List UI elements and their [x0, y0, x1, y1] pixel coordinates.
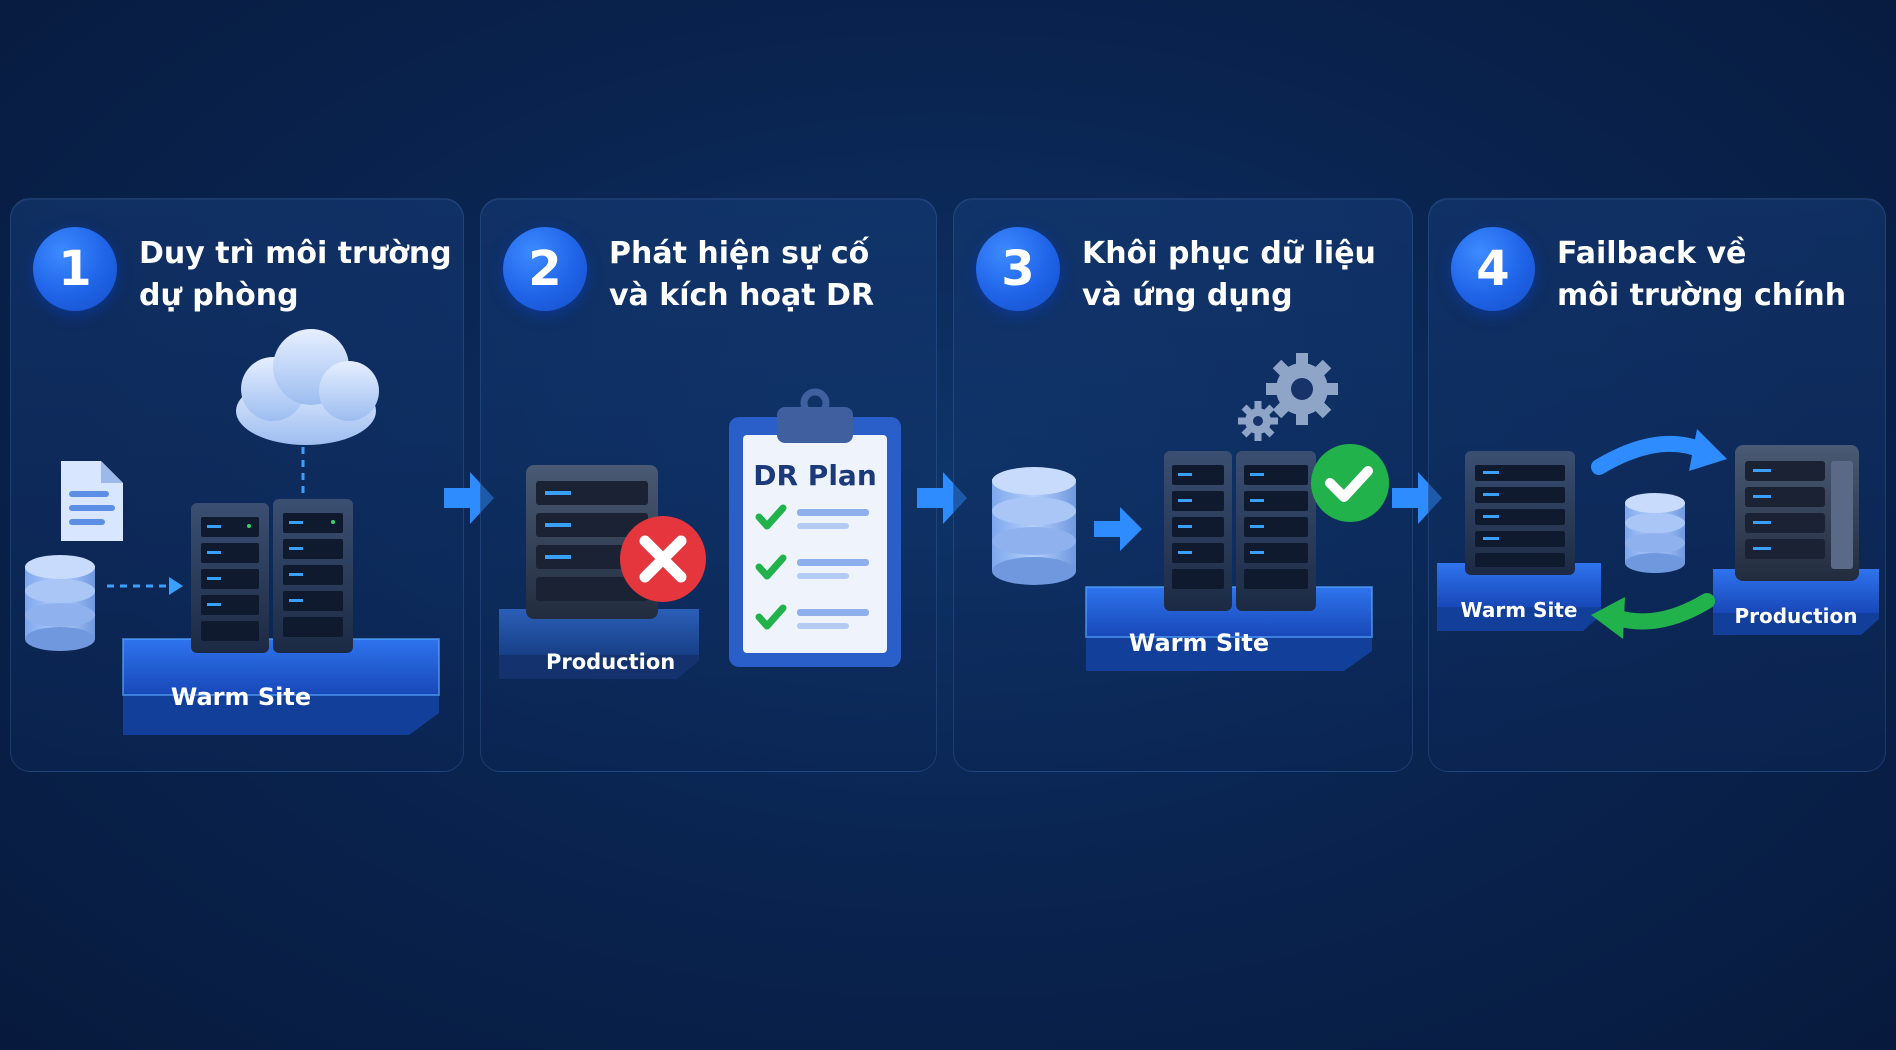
step-2-panel: 2 Phát hiện sự cố và kích hoạt DR Produc… [480, 198, 937, 772]
warm-site-label: Warm Site [1129, 629, 1269, 657]
x-circle-icon [620, 516, 706, 602]
check-circle-icon [1311, 444, 1389, 522]
gear-icon [1238, 353, 1338, 441]
production-platform [499, 609, 699, 679]
server-rack-icon [1164, 451, 1316, 611]
sync-arrows-icon [1591, 429, 1727, 639]
step-3-title: Khôi phục dữ liệu và ứng dụng [1082, 236, 1376, 313]
server-rack-icon [1465, 451, 1575, 575]
clipboard-icon [729, 388, 901, 667]
step-4-panel: 4 Failback về môi trường chính [1428, 198, 1886, 772]
step-1-panel: 1 Duy trì môi trường dự phòng [10, 198, 464, 772]
step-3-number: 3 [976, 227, 1060, 311]
server-icon [1735, 445, 1859, 581]
step-2-number: 2 [503, 227, 587, 311]
step-2-illustration: Production [499, 388, 901, 679]
step-4-number: 4 [1451, 227, 1535, 311]
server-icon [526, 465, 658, 619]
warm-site-label: Warm Site [171, 683, 311, 711]
server-rack-icon [191, 499, 353, 653]
step-2-title: Phát hiện sự cố và kích hoạt DR [609, 236, 875, 313]
step-1-number: 1 [33, 227, 117, 311]
checklist [755, 504, 869, 630]
step-1-illustration: Warm Site [25, 329, 440, 735]
step-4-title: Failback về môi trường chính [1557, 236, 1847, 313]
production-label: Production [1734, 604, 1857, 628]
document-icon [61, 461, 123, 541]
step-3-panel: 3 Khôi phục dữ liệu và ứng dụng [953, 198, 1413, 772]
database-icon [1625, 493, 1685, 573]
database-icon [25, 555, 95, 651]
step-3-illustration: Warm Site [992, 353, 1389, 671]
cloud-icon [236, 329, 379, 445]
step-1-title: Duy trì môi trường dự phòng [139, 236, 452, 313]
warm-site-label: Warm Site [1461, 598, 1578, 622]
dr-plan-label: DR Plan [753, 459, 877, 492]
step-4-illustration: Warm Site Production [1437, 429, 1879, 639]
production-label: Production [546, 650, 675, 674]
arrow-right-icon [1094, 507, 1142, 551]
database-icon [992, 467, 1076, 585]
